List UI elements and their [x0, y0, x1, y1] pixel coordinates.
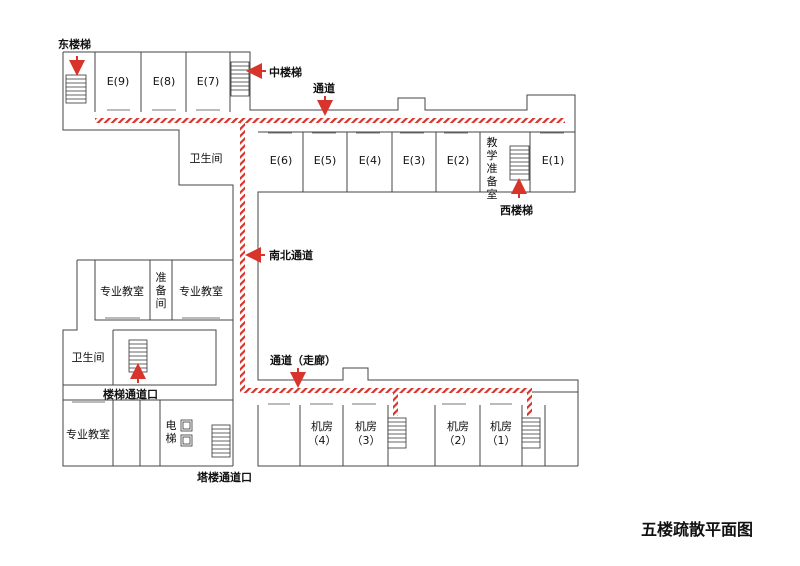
toilet-a-label: 卫生间 — [190, 151, 223, 165]
svg-text:备: 备 — [487, 174, 498, 188]
east-stairs-icon — [65, 74, 87, 104]
room-e1: E(1) — [542, 154, 565, 167]
svg-text:备: 备 — [156, 283, 167, 297]
svg-text:机房: 机房 — [447, 419, 469, 433]
mid-stairs-label: 中楼梯 — [269, 65, 302, 79]
prep-room-label: 教 学 准 备 室 — [487, 136, 498, 201]
svg-text:机房: 机房 — [490, 419, 512, 433]
room-e7: E(7) — [197, 75, 220, 88]
plan-title: 五楼疏散平面图 — [641, 520, 753, 539]
room-e6: E(6) — [270, 154, 293, 167]
room-e9: E(9) — [107, 75, 130, 88]
ns-corridor-label: 南北通道 — [269, 248, 313, 262]
machine-room-1-label: 机房 （1） — [487, 419, 516, 447]
svg-text:（1）: （1） — [487, 434, 516, 447]
room-e5: E(5) — [314, 154, 337, 167]
svg-text:准: 准 — [156, 271, 167, 284]
tower-exit-label: 塔楼通道口 — [197, 470, 252, 484]
room-e2: E(2) — [447, 154, 470, 167]
room-e8: E(8) — [153, 75, 176, 88]
stair-exit-label: 楼梯通道口 — [103, 387, 158, 401]
svg-text:机房: 机房 — [355, 419, 377, 433]
room-e4: E(4) — [359, 154, 382, 167]
corridor-top-label: 通道 — [313, 81, 335, 95]
direction-arrows — [69, 56, 527, 388]
svg-text:（2）: （2） — [444, 434, 473, 447]
machine-room-4-label: 机房 （4） — [308, 419, 337, 447]
toilet-b-label: 卫生间 — [72, 350, 105, 364]
svg-text:教: 教 — [487, 136, 498, 149]
tower-stairs-icon — [211, 424, 231, 458]
svg-text:室: 室 — [487, 187, 498, 201]
left-stairs-icon — [128, 339, 148, 373]
elevator-label: 电 梯 — [166, 419, 177, 445]
evacuation-route — [95, 118, 565, 416]
west-stairs-label: 西楼梯 — [500, 203, 533, 217]
machine-room-2-label: 机房 （2） — [444, 419, 473, 447]
classroom-c-label: 专业教室 — [66, 427, 110, 441]
room-e3: E(3) — [403, 154, 426, 167]
svg-text:学: 学 — [487, 148, 498, 162]
svg-text:（4）: （4） — [308, 434, 337, 447]
svg-text:机房: 机房 — [311, 419, 333, 433]
corridor-bottom-label: 通道（走廊） — [270, 353, 336, 367]
machine-room-3-label: 机房 （3） — [352, 419, 381, 447]
svg-text:梯: 梯 — [166, 432, 177, 445]
prep-small-label: 准 备 间 — [156, 271, 167, 310]
classroom-a-label: 专业教室 — [100, 284, 144, 298]
mid-stairs-icon — [230, 61, 250, 97]
svg-text:间: 间 — [156, 297, 167, 310]
svg-text:（3）: （3） — [352, 434, 381, 447]
machine-room-stairs-b-icon — [521, 417, 541, 449]
west-stairs-icon — [509, 145, 530, 181]
elevator-icon — [180, 419, 193, 447]
east-stairs-label: 东楼梯 — [58, 37, 91, 51]
svg-text:电: 电 — [166, 419, 177, 432]
machine-room-stairs-a-icon — [387, 417, 407, 449]
classroom-b-label: 专业教室 — [179, 284, 223, 298]
svg-text:准: 准 — [487, 162, 498, 175]
door-lines — [72, 109, 564, 405]
